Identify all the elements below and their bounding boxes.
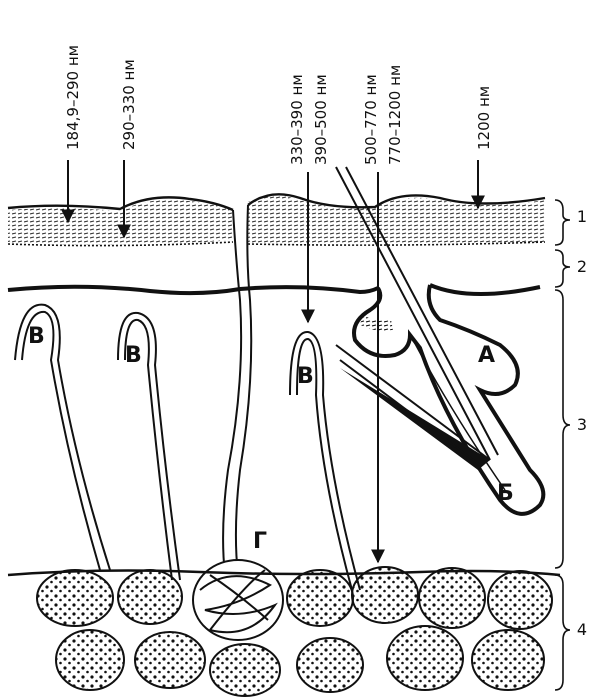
layer-label-1: 1 xyxy=(577,207,587,226)
layer-label-3: 3 xyxy=(577,415,587,434)
wavelength-label: 770–1200 нм xyxy=(386,65,404,165)
arrector-muscle xyxy=(336,345,490,470)
wavelength-label: 330–390 нм xyxy=(288,74,306,165)
fat-cells xyxy=(37,567,552,696)
structure-label-v1: В xyxy=(28,324,45,349)
basement-membrane-line-right xyxy=(430,285,540,294)
structure-label-v2: В xyxy=(125,343,142,368)
hair-follicle xyxy=(354,285,543,514)
structure-label-a: А xyxy=(478,343,495,368)
epidermis-layer xyxy=(8,194,545,245)
layer-label-2: 2 xyxy=(577,257,587,276)
structure-label-b: Б xyxy=(497,481,514,506)
structure-label-g: Г xyxy=(253,529,267,554)
layer-brackets xyxy=(555,200,570,690)
wavelength-label: 500–770 нм xyxy=(362,74,380,165)
wavelength-label-group: 184,9–290 нм 290–330 нм 330–390 нм 390–5… xyxy=(64,45,493,165)
structure-label-v3: В xyxy=(297,364,314,389)
wavelength-label: 290–330 нм xyxy=(120,59,138,150)
wavelength-label: 1200 нм xyxy=(475,86,493,150)
layer-label-4: 4 xyxy=(577,620,587,639)
wavelength-label: 184,9–290 нм xyxy=(64,45,82,150)
sweat-duct xyxy=(223,205,251,575)
basement-membrane-line xyxy=(8,287,378,293)
wavelength-label: 390–500 нм xyxy=(312,74,330,165)
